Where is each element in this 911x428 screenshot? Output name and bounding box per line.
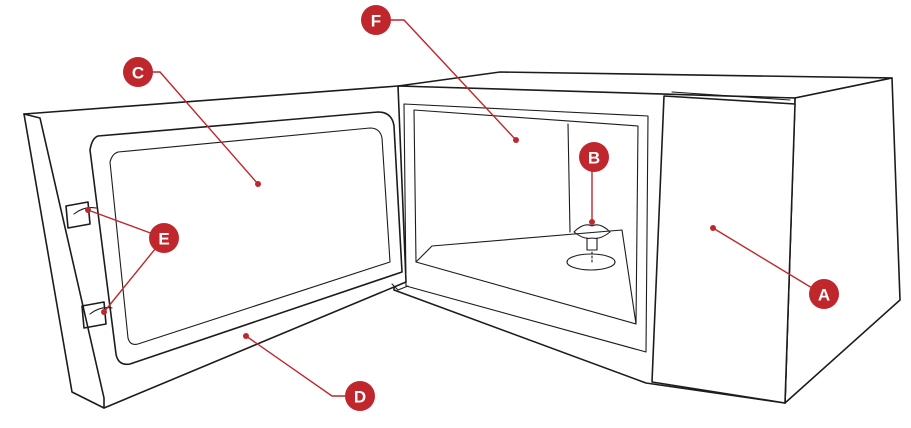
callout-a: A	[809, 279, 839, 309]
callout-b-badge	[579, 142, 609, 172]
door-seal	[89, 111, 403, 366]
callout-f-target-dot	[513, 137, 519, 143]
lower-door-latch	[81, 301, 107, 329]
control-panel-top-edge	[671, 91, 791, 101]
callout-a-badge	[809, 279, 839, 309]
door-hinge	[391, 283, 409, 291]
callout-b-label: B	[588, 149, 600, 168]
control-panel-face	[651, 95, 796, 404]
door-panel	[23, 85, 407, 409]
upper-latch-hook	[73, 207, 97, 215]
callout-a-target-dot	[710, 225, 716, 231]
callout-f: F	[361, 5, 391, 35]
turntable-shaft	[566, 224, 616, 271]
shaft-base-ellipse	[566, 253, 616, 271]
door-edge	[23, 113, 105, 409]
callout-c: C	[123, 57, 153, 87]
callout-e-label: E	[158, 230, 169, 249]
callout-a-label: A	[818, 286, 830, 305]
cavity-inner-corner	[567, 123, 571, 233]
shaft-stem	[586, 237, 598, 251]
lower-latch-hook	[89, 307, 113, 315]
callout-d: D	[345, 381, 375, 411]
callout-b: B	[579, 142, 609, 172]
cavity-interior	[413, 109, 639, 325]
open-door	[23, 85, 409, 409]
callout-e: E	[149, 223, 179, 253]
callout-f-badge	[361, 5, 391, 35]
upper-door-latch	[65, 201, 91, 229]
callout-c-target-dot	[255, 181, 261, 187]
callout-d-badge	[345, 381, 375, 411]
callout-b-target-dot	[589, 219, 595, 225]
cabinet-right-side	[784, 77, 901, 404]
microwave-body	[393, 71, 901, 404]
callout-d-leader	[245, 335, 360, 397]
callout-a-leader	[712, 227, 823, 295]
callout-d-label: D	[354, 388, 366, 407]
callout-e-upper-target-dot	[85, 207, 91, 213]
callout-f-label: F	[371, 12, 381, 31]
callout-e-badge	[149, 223, 179, 253]
door-window	[109, 127, 391, 345]
callout-c-badge	[123, 57, 153, 87]
callout-d-target-dot	[243, 333, 249, 339]
cavity-floor	[415, 229, 637, 325]
control-panel	[651, 91, 796, 404]
cavity-opening	[403, 103, 649, 353]
callout-c-label: C	[132, 64, 144, 83]
callout-e-lower-target-dot	[101, 309, 107, 315]
